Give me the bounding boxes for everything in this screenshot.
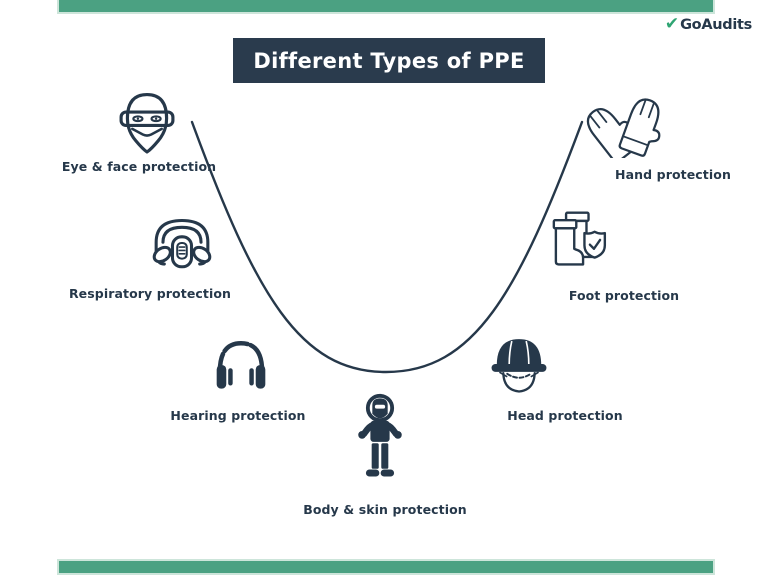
- bottom-accent-bar: [57, 559, 715, 575]
- top-accent-bar: [57, 0, 715, 14]
- gloves-icon: [586, 98, 661, 158]
- goggles-face-icon: [119, 93, 175, 154]
- page-title: Different Types of PPE: [233, 38, 545, 83]
- label-hearing-protection: Hearing protection: [170, 408, 306, 423]
- hard-hat-icon: [491, 339, 547, 393]
- goaudits-logo: ✔ GoAudits: [665, 16, 752, 33]
- goaudits-logo-text: GoAudits: [680, 16, 752, 33]
- label-body-skin-protection: Body & skin protection: [303, 502, 467, 517]
- label-hand-protection: Hand protection: [615, 167, 731, 182]
- respirator-icon: [152, 218, 212, 269]
- glove-front: [618, 98, 661, 157]
- safety-boots-icon: [552, 211, 607, 266]
- goaudits-check-icon: ✔: [664, 14, 680, 34]
- label-eye-face-protection: Eye & face protection: [61, 159, 217, 174]
- label-foot-protection: Foot protection: [568, 288, 680, 303]
- hazmat-suit-icon: [358, 393, 402, 477]
- label-respiratory-protection: Respiratory protection: [68, 286, 232, 301]
- label-head-protection: Head protection: [507, 408, 623, 423]
- earmuffs-icon: [216, 341, 266, 389]
